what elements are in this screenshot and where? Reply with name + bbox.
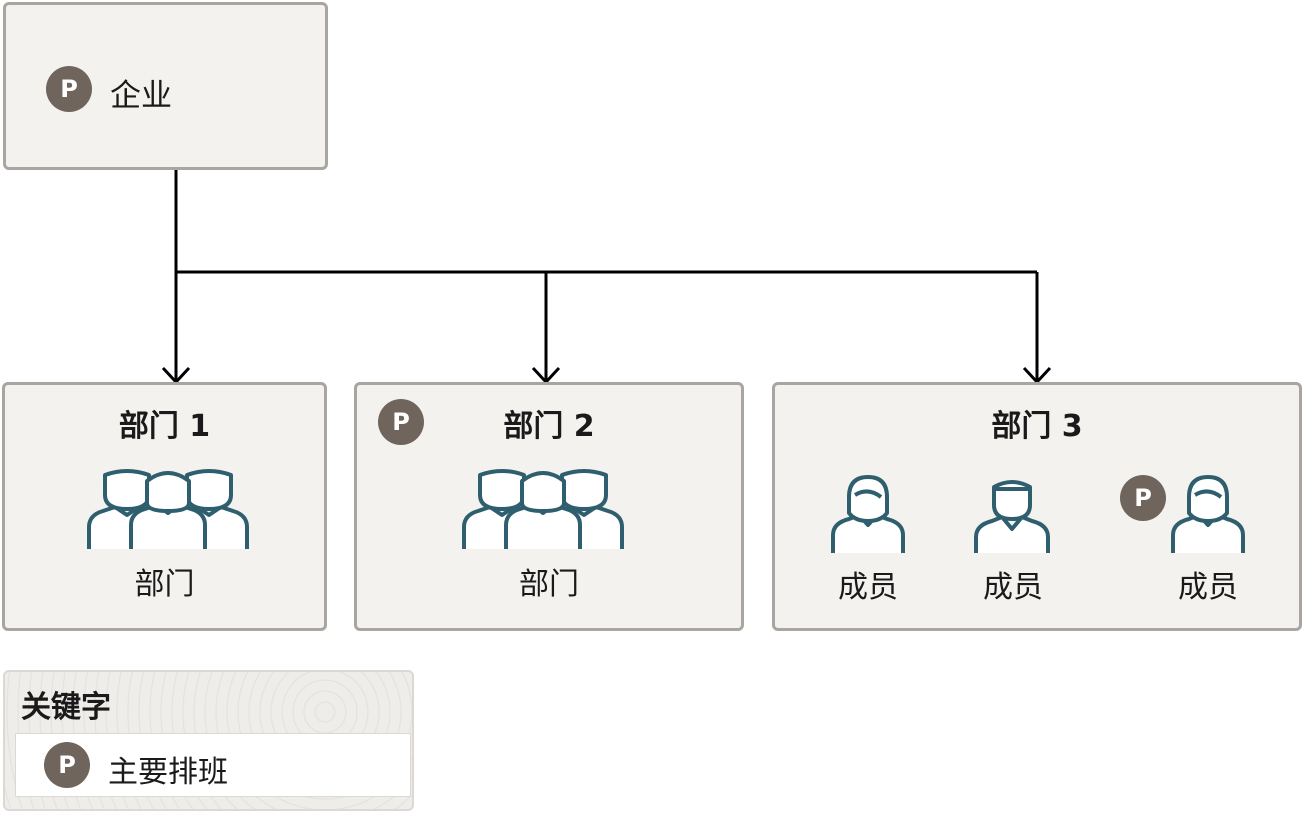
department-1-box: 部门 1 部门 <box>2 382 327 631</box>
enterprise-box: P 企业 <box>3 2 328 170</box>
enterprise-label: 企业 <box>110 78 172 114</box>
department-2-title: 部门 2 <box>503 409 595 444</box>
member-caption: 成员 <box>838 570 898 605</box>
male-person-icon <box>974 480 1050 553</box>
department-1-title: 部门 1 <box>118 409 211 444</box>
group-icon <box>87 469 249 549</box>
legend: 关键字 P 主要排班 <box>3 670 414 811</box>
primary-schedule-badge: P <box>46 66 92 112</box>
female-person-icon <box>831 475 905 553</box>
member-caption: 成员 <box>1178 570 1238 605</box>
department-1-caption: 部门 <box>134 567 195 602</box>
department-3-title: 部门 3 <box>991 409 1083 444</box>
department-2-caption: 部门 <box>519 567 579 602</box>
legend-title: 关键字 <box>21 690 111 725</box>
female-person-icon <box>1171 475 1245 553</box>
department-3-box: 部门 3 成员 成员 P 成员 <box>772 382 1302 631</box>
department-2-box: P 部门 2 部门 <box>354 382 744 631</box>
legend-entry: P 主要排班 <box>15 733 411 797</box>
primary-schedule-badge: P <box>1120 475 1166 521</box>
primary-schedule-badge: P <box>44 742 90 788</box>
legend-entry-label: 主要排班 <box>108 755 228 790</box>
member-caption: 成员 <box>983 570 1043 605</box>
group-icon <box>462 469 624 549</box>
primary-schedule-badge: P <box>378 399 424 445</box>
